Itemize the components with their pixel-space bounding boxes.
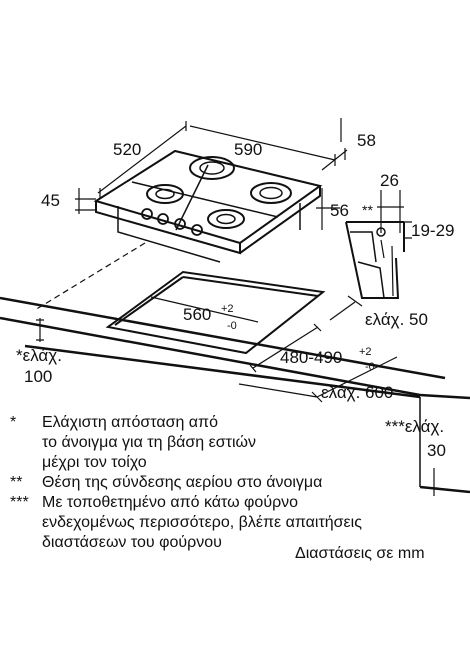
dimension-lines	[36, 118, 438, 496]
control-knobs	[141, 208, 203, 236]
label-min-wall-value: 100	[24, 367, 52, 386]
label-min-oven: ***ελάχ.	[385, 417, 444, 436]
label-480-490: 480-490	[280, 348, 342, 367]
worktop	[0, 296, 470, 494]
label-58: 58	[357, 131, 376, 150]
dimension-labels: 520 590 58 45 56 26 ** 19-29 560 +2 -0 ε…	[16, 131, 454, 460]
label-590: 590	[234, 140, 262, 159]
label-min-oven-value: 30	[427, 441, 446, 460]
burner-rear-left	[189, 156, 235, 180]
burner-front-left	[146, 184, 184, 204]
label-560-tol-upper: +2	[221, 303, 234, 315]
label-45: 45	[41, 191, 60, 210]
label-min-wall: *ελάχ.	[16, 346, 62, 365]
hob	[93, 149, 323, 263]
burner-rear-right	[250, 182, 292, 204]
label-19-29: 19-29	[411, 221, 454, 240]
label-26: 26	[380, 171, 399, 190]
label-min-600: ελάχ. 600	[321, 383, 393, 402]
burner-front-right	[207, 209, 245, 229]
projection-line	[34, 242, 146, 311]
label-gas-marker: **	[362, 202, 373, 218]
label-560-tol-lower: -0	[227, 320, 237, 332]
label-480-490-tol-lower: -0	[365, 361, 375, 373]
label-560: 560	[183, 305, 211, 324]
label-56: 56	[330, 201, 349, 220]
label-min-50: ελάχ. 50	[365, 310, 428, 329]
cutout	[105, 270, 326, 355]
label-480-490-tol-upper: +2	[359, 346, 372, 358]
label-520: 520	[113, 140, 141, 159]
gas-connection-detail	[345, 221, 405, 299]
